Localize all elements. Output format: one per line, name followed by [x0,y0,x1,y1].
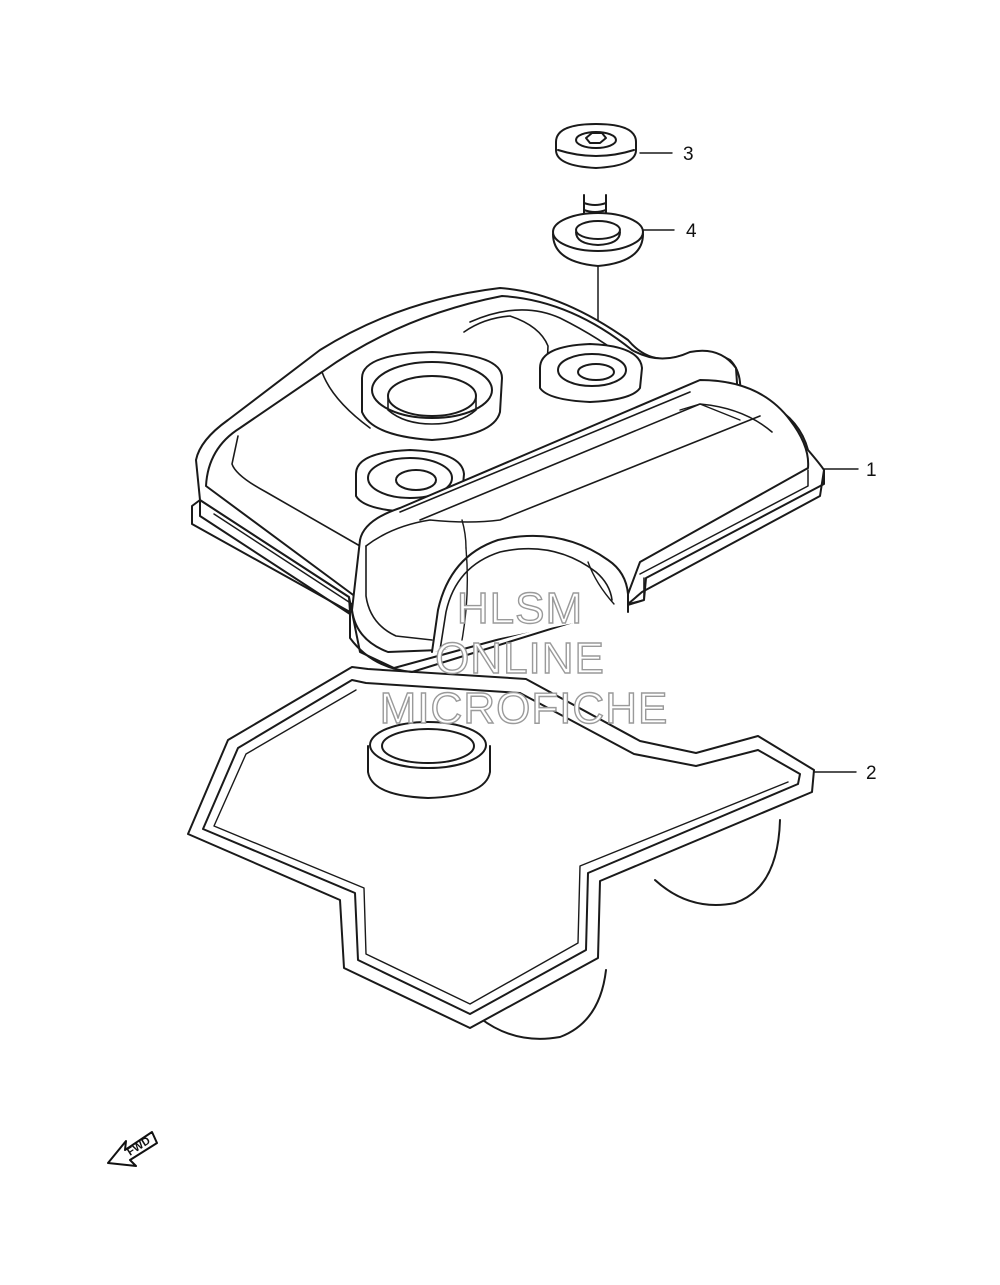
head-cover-part[interactable] [191,287,825,673]
watermark-line-1: HLSM [457,584,583,633]
grommet-part[interactable] [552,212,644,267]
callout-leaders [639,152,859,773]
watermark: HLSM ONLINE MICROFICHE [379,583,669,733]
watermark-line-2: ONLINE [435,634,605,683]
fwd-arrow-icon: FWD [107,1131,158,1167]
watermark-line-3: MICROFICHE [380,684,669,733]
callout-2: 2 [866,763,877,784]
callout-4: 4 [686,221,697,242]
callout-3: 3 [683,144,694,165]
bolt-part[interactable] [555,123,637,231]
gasket-part[interactable] [187,666,815,1040]
callout-1: 1 [866,460,877,481]
